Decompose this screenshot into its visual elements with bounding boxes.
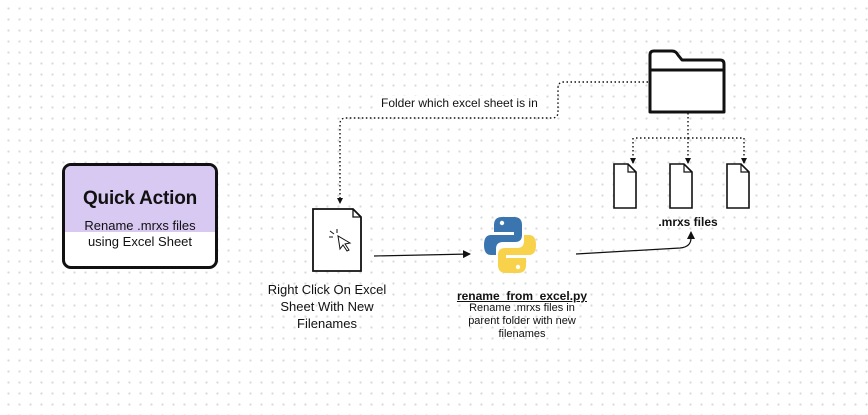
folder-connector-label: Folder which excel sheet is in <box>378 96 541 110</box>
script-to-files-arrow <box>575 231 695 255</box>
script-description-line: Rename .mrxs files in <box>469 302 575 314</box>
quick-action-subtitle-line: Rename .mrxs files <box>84 218 196 233</box>
file-icon <box>669 163 693 209</box>
script-description-line: filenames <box>498 328 546 340</box>
mrxs-files-label: .mrxs files <box>658 215 718 229</box>
right-click-label-line: Sheet With New <box>280 299 374 314</box>
script-description: Rename .mrxs files in parent folder with… <box>447 302 597 341</box>
file-icon <box>613 163 637 209</box>
right-click-label-line: Filenames <box>297 316 357 331</box>
script-description-line: parent folder with new <box>468 315 576 327</box>
folder-to-sheet-connector <box>337 81 648 204</box>
cursor-click-icon <box>329 229 352 252</box>
quick-action-subtitle: Rename .mrxs files using Excel Sheet <box>65 218 215 250</box>
script-filename: rename_from_excel.py <box>456 289 588 303</box>
right-click-label-line: Right Click On Excel <box>267 282 387 297</box>
folder-icon <box>648 49 726 114</box>
right-click-label: Right Click On Excel Sheet With New File… <box>262 281 392 332</box>
python-logo-icon <box>484 217 536 273</box>
quick-action-header: Quick Action <box>65 166 215 232</box>
quick-action-card: Quick Action Rename .mrxs files using Ex… <box>62 163 218 269</box>
folder-tree-connectors <box>630 113 747 164</box>
quick-action-subtitle-line: using Excel Sheet <box>87 234 193 249</box>
document-icon <box>312 208 362 272</box>
sheet-to-script-arrow <box>373 250 471 259</box>
quick-action-title: Quick Action <box>82 188 198 209</box>
file-icon <box>726 163 750 209</box>
